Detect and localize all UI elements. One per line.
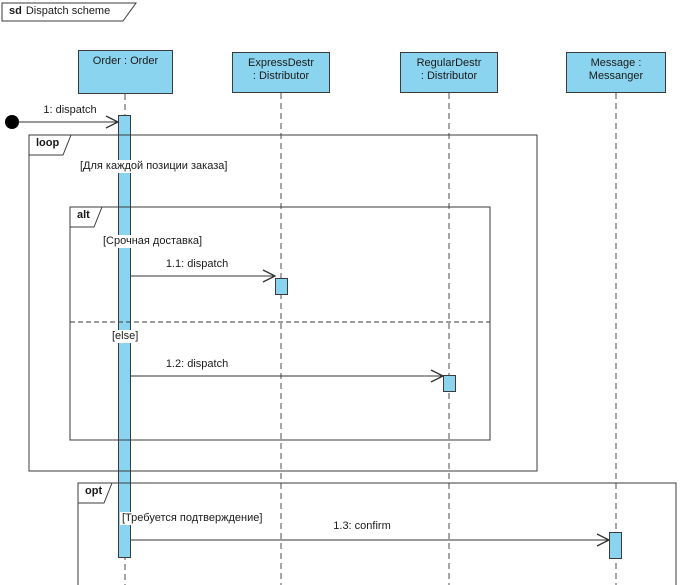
- opt-guard-label: [Требуется подтверждение]: [120, 512, 265, 525]
- alt-fragment-frame[interactable]: [69, 206, 491, 441]
- diagram-title: Dispatch scheme: [25, 5, 111, 17]
- message-confirm-label: 1.3: confirm: [333, 520, 391, 532]
- lifeline-head-expressdestr[interactable]: ExpressDestr : Distributor: [232, 52, 330, 93]
- alt-keyword-label: alt: [77, 209, 90, 221]
- found-message-circle[interactable]: [5, 115, 19, 129]
- alt-tag: [69, 206, 103, 228]
- opt-keyword-label: opt: [85, 485, 103, 497]
- lifeline-head-regulardestr[interactable]: RegularDestr : Distributor: [400, 52, 498, 93]
- lifeline-head-regulardestr-label: RegularDestr: [416, 57, 482, 69]
- opt-tag: [77, 482, 113, 504]
- loop-tag: [28, 134, 72, 156]
- loop-keyword-label: loop: [36, 137, 60, 149]
- message-dispatch-express-label: 1.1: dispatch: [165, 258, 229, 270]
- message-dispatch-label: 1: dispatch: [43, 104, 97, 116]
- lifeline-head-expressdestr-label: ExpressDestr: [247, 57, 315, 69]
- alt-else-label: [else]: [110, 330, 141, 343]
- opt-fragment-frame[interactable]: [77, 482, 677, 585]
- lifeline-head-messanger-label: Message :: [590, 57, 642, 69]
- activation-expressdestr[interactable]: [275, 278, 288, 295]
- lifeline-head-order-label: Order : Order: [92, 55, 159, 67]
- loop-fragment-frame[interactable]: [28, 134, 538, 472]
- lifeline-head-messanger[interactable]: Message : Messanger: [566, 52, 666, 93]
- sd-frame-tag: [1, 2, 137, 22]
- alt-guard-label: [Срочная доставка]: [101, 235, 205, 248]
- loop-guard-label: [Для каждой позиции заказа]: [78, 160, 230, 173]
- sd-keyword: sd: [9, 5, 22, 17]
- activation-regulardestr[interactable]: [443, 375, 456, 392]
- lifeline-head-order[interactable]: Order : Order: [78, 50, 173, 94]
- message-dispatch-regular-label: 1.2: dispatch: [165, 358, 229, 370]
